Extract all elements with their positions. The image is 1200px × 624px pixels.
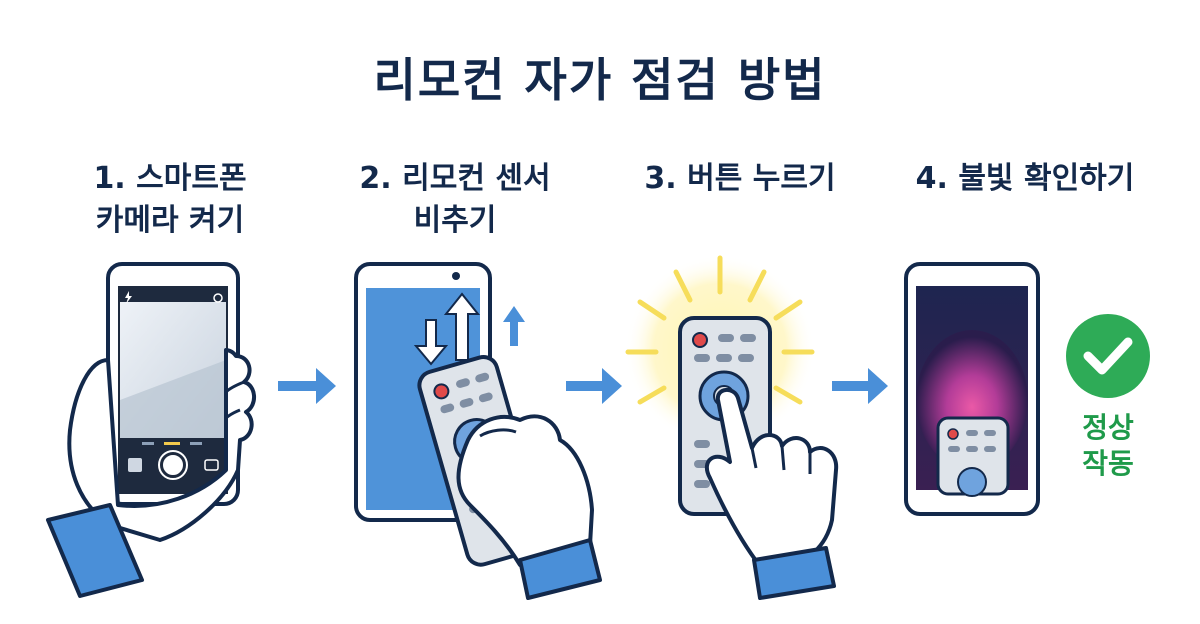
step-3-illustration [625,255,839,600]
pointing-hand [704,388,839,568]
arrow-2-icon [566,368,622,404]
shutter-button-icon [161,453,185,477]
step-2-label: 2. 리모컨 센서 비추기 [325,158,585,242]
step-3-label-line1: 3. 버튼 누르기 [644,161,836,196]
sleeve-1 [46,503,144,598]
page-title: 리모컨 자가 점검 방법 [373,53,827,107]
step-4-illustration [904,262,1150,516]
step-2-illustration [354,262,602,600]
ok-badge [1066,314,1150,398]
settings-icon [213,293,223,303]
step-1-label: 1. 스마트폰 카메라 켜기 [40,158,300,242]
step-2-label-line1: 2. 리모컨 센서 [359,161,551,196]
camera-switch-icon [204,459,219,471]
step-2-label-line2: 비추기 [413,203,497,238]
arrow-up-icon [443,292,481,361]
arrow-3-icon [832,368,888,404]
result-label: 정상 작동 [1058,410,1158,482]
step-1-label-line1: 1. 스마트폰 [93,161,247,196]
step-3-label: 3. 버튼 누르기 [610,158,870,200]
flash-icon [125,291,132,304]
remote-4 [936,416,1010,497]
arrow-up-small-icon [503,306,525,346]
step-1-illustration [46,262,256,598]
result-label-line1: 정상 [1082,411,1134,444]
step-4-label: 4. 불빛 확인하기 [895,158,1155,200]
sleeve-2 [518,538,602,600]
gallery-thumbnail [128,458,142,472]
step-1-label-line2: 카메라 켜기 [95,203,245,238]
arrow-down-icon [413,319,449,366]
arrow-1-icon [278,368,336,404]
front-camera-icon [452,272,460,280]
step-4-label-line1: 4. 불빛 확인하기 [915,161,1135,196]
sleeve-3 [752,546,836,600]
hand-2 [456,414,594,567]
check-icon [1083,337,1133,375]
result-label-line2: 작동 [1082,447,1134,480]
glow-rays [625,255,815,405]
hand-1 [67,348,256,542]
